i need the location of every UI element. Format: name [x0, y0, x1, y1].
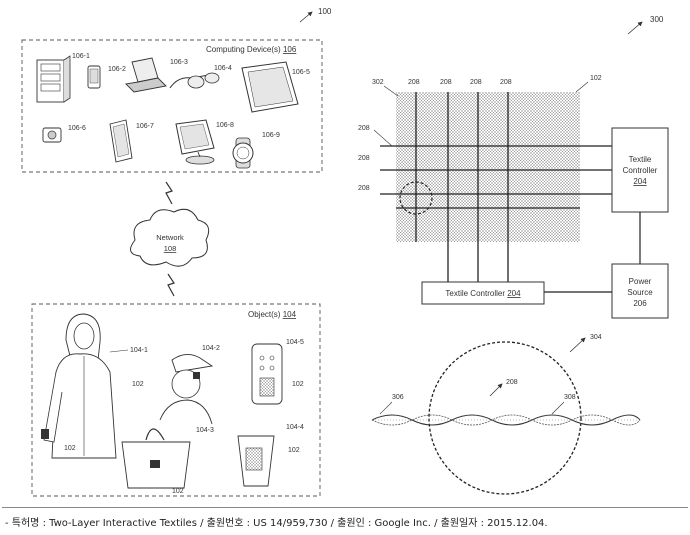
tote-bag-icon — [121, 428, 191, 489]
detail-circle — [428, 341, 582, 495]
person-cap-icon — [159, 354, 214, 425]
detail-thread-ref: 208 — [506, 379, 518, 386]
device-label-1: 106-1 — [72, 53, 90, 60]
power-label-1: Power — [629, 277, 652, 286]
power-label-2: Source — [627, 288, 653, 297]
svg-text:208: 208 — [500, 79, 512, 86]
smart-glasses-icon — [169, 72, 220, 89]
computing-devices-title: Computing Device(s) 106 — [206, 45, 297, 54]
grid-ref: 302 — [372, 79, 384, 86]
laptop-icon — [125, 57, 167, 93]
bottom-textile-controller-box — [421, 281, 545, 305]
device-label-3: 106-3 — [170, 59, 188, 66]
textile-controller-box — [611, 127, 669, 213]
controller-ref-jacket: 102 — [64, 445, 76, 452]
svg-text:208: 208 — [358, 185, 370, 192]
horizontal-thread-labels: 208 208 208 — [358, 125, 370, 192]
vertical-threads — [415, 92, 509, 282]
controller-ref-bag: 102 — [172, 488, 184, 495]
controller-ref-cup: 102 — [288, 447, 300, 454]
device-label-5: 106-5 — [292, 69, 310, 76]
bottom-textile-controller-label: Textile Controller 204 — [445, 289, 521, 298]
tablet-icon — [109, 119, 133, 163]
network-cloud-icon — [130, 208, 210, 267]
horizontal-threads — [380, 145, 612, 209]
woven-thread — [371, 414, 641, 426]
ref-300: 300 — [650, 15, 664, 24]
svg-text:208: 208 — [358, 155, 370, 162]
objects-title: Object(s) 104 — [248, 310, 297, 319]
textile-controller-label-2: Controller — [623, 166, 658, 175]
object-label-4: 104-4 — [286, 424, 304, 431]
patent-figure: 100 Computing Device(s) 106 106-1 106-2 … — [21, 7, 669, 497]
figure-300: 300 302 102 208 208 208 208 208 — [358, 15, 669, 495]
textile-controller-ref: 204 — [633, 177, 647, 186]
caption-divider — [2, 507, 688, 508]
object-label-3: 104-3 — [196, 427, 214, 434]
device-label-2: 106-2 — [108, 66, 126, 73]
textile-mesh — [396, 92, 580, 242]
network-ref: 108 — [164, 244, 177, 253]
patent-caption: - 특허명 : Two-Layer Interactive Textiles /… — [5, 518, 548, 529]
television-icon — [241, 61, 299, 113]
cup-icon — [237, 435, 275, 487]
desktop-monitor-icon — [175, 119, 215, 165]
objects-box — [31, 303, 321, 497]
object-label-1: 104-1 — [130, 347, 148, 354]
device-label-9: 106-9 — [262, 132, 280, 139]
network-label: Network — [156, 233, 184, 242]
wireless-link-icon — [167, 273, 175, 297]
svg-text:208: 208 — [358, 125, 370, 132]
ref-100: 100 — [318, 7, 332, 16]
computing-devices-box — [21, 39, 323, 173]
device-label-7: 106-7 — [136, 123, 154, 130]
smartphone-icon — [87, 65, 101, 89]
touch-area-circle — [399, 181, 433, 215]
server-icon — [36, 55, 71, 103]
power-ref: 206 — [633, 299, 647, 308]
phone-case-icon — [251, 343, 283, 405]
device-label-6: 106-6 — [68, 125, 86, 132]
svg-text:208: 208 — [408, 79, 420, 86]
svg-text:208: 208 — [440, 79, 452, 86]
textile-ref: 102 — [590, 75, 602, 82]
vertical-thread-labels: 208 208 208 208 — [408, 79, 512, 86]
object-label-2: 104-2 — [202, 345, 220, 352]
camera-icon — [42, 127, 62, 143]
controller-ref-case: 102 — [292, 381, 304, 388]
textile-controller-label-1: Textile — [629, 155, 652, 164]
controller-ref-cap: 102 — [132, 381, 144, 388]
thread-right-ref: 308 — [564, 394, 576, 401]
thread-left-ref: 306 — [392, 394, 404, 401]
device-label-4: 106-4 — [214, 65, 232, 72]
device-label-8: 106-8 — [216, 122, 234, 129]
smartwatch-icon — [232, 137, 254, 169]
power-source-box — [611, 263, 669, 319]
figure-100: 100 Computing Device(s) 106 106-1 106-2 … — [21, 7, 332, 497]
object-label-5: 104-5 — [286, 339, 304, 346]
person-jacket-icon — [41, 313, 117, 459]
detail-ref: 304 — [590, 334, 602, 341]
wireless-link-icon — [165, 181, 173, 205]
svg-text:208: 208 — [470, 79, 482, 86]
